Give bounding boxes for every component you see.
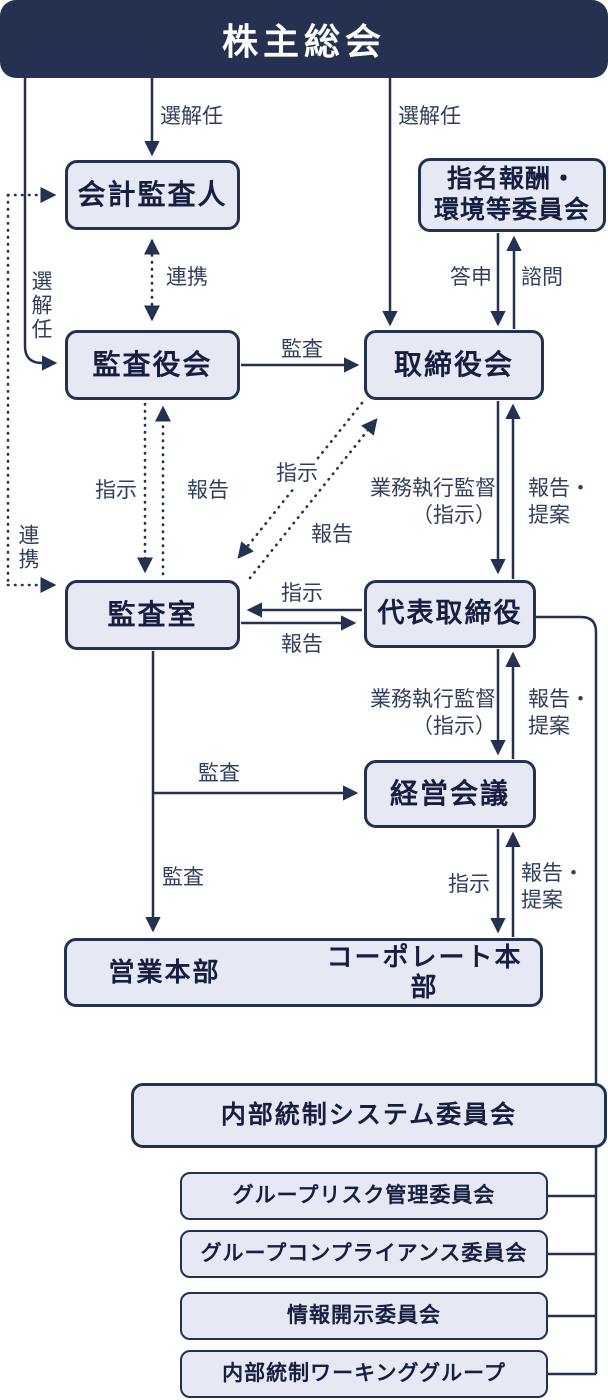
edge-appoint-audit-board xyxy=(23,78,58,371)
edge-label-shimon: 諮問 xyxy=(521,266,563,289)
node-nomination-committee: 指名報酬・ 環境等委員会 xyxy=(418,158,606,232)
edge-label-appoint-board: 選解任 xyxy=(398,105,461,128)
node-internal-control-system-committee: 内部統制システム委員会 xyxy=(131,1083,607,1148)
edge-label-audit-mgmt: 監査 xyxy=(198,762,240,785)
node-accounting-auditor: 会計監査人 xyxy=(65,160,240,230)
edge-label-report-dotted: 報告 xyxy=(187,479,229,502)
node-audit-board: 監査役会 xyxy=(65,330,240,400)
edge-label-report-rep-board: 報告・ 提案 xyxy=(528,477,591,527)
node-corporate-hq: コーポレート本部 xyxy=(326,941,523,1002)
edge-label-report-diagonal: 報告 xyxy=(309,521,355,548)
node-representative-director: 代表取締役 xyxy=(364,580,536,648)
edge-rep-to-internal-control xyxy=(536,615,598,1374)
edge-label-instruct-rep-office: 指示 xyxy=(281,582,323,605)
node-board-of-directors: 取締役会 xyxy=(364,330,544,400)
edge-label-cooperation-left: 連携 xyxy=(12,524,43,572)
node-audit-office: 監査室 xyxy=(65,580,240,650)
node-headquarters: 営業本部 コーポレート本部 xyxy=(64,938,543,1007)
edge-report-board-diagonal xyxy=(248,418,378,580)
node-sales-hq: 営業本部 xyxy=(108,956,221,987)
edge-label-report-mgmt-rep: 報告・ 提案 xyxy=(528,688,591,738)
edge-label-instruct-dotted: 指示 xyxy=(95,479,137,502)
edge-label-toshin: 答申 xyxy=(450,266,492,289)
edge-label-report-office-rep: 報告 xyxy=(281,633,323,656)
edge-label-supervise-rep-mgmt: 業務執行監督 （指示） xyxy=(370,688,496,738)
node-group-compliance-committee: グループコンプライアンス委員会 xyxy=(180,1230,548,1278)
edge-label-audit-board-to-board: 監査 xyxy=(281,338,323,361)
edge-label-appoint-auditor: 選解任 xyxy=(160,105,223,128)
node-shareholders-meeting: 株主総会 xyxy=(0,0,608,78)
edge-label-appoint-audit-board: 選解任 xyxy=(29,270,52,342)
node-management-meeting: 経営会議 xyxy=(364,760,536,828)
edge-label-instruct-diagonal: 指示 xyxy=(274,460,320,487)
edge-label-audit-hq: 監査 xyxy=(162,866,204,889)
node-disclosure-committee: 情報開示委員会 xyxy=(180,1292,548,1340)
edge-label-report-hq-mgmt: 報告・ 提案 xyxy=(521,862,584,912)
edge-label-supervise-board-rep: 業務執行監督 （指示） xyxy=(370,477,496,527)
edge-label-instruct-mgmt-hq: 指示 xyxy=(448,873,490,896)
node-group-risk-committee: グループリスク管理委員会 xyxy=(180,1172,548,1220)
node-internal-control-working-group: 内部統制ワーキンググループ xyxy=(180,1350,548,1398)
edge-label-cooperation-top: 連携 xyxy=(164,264,210,291)
